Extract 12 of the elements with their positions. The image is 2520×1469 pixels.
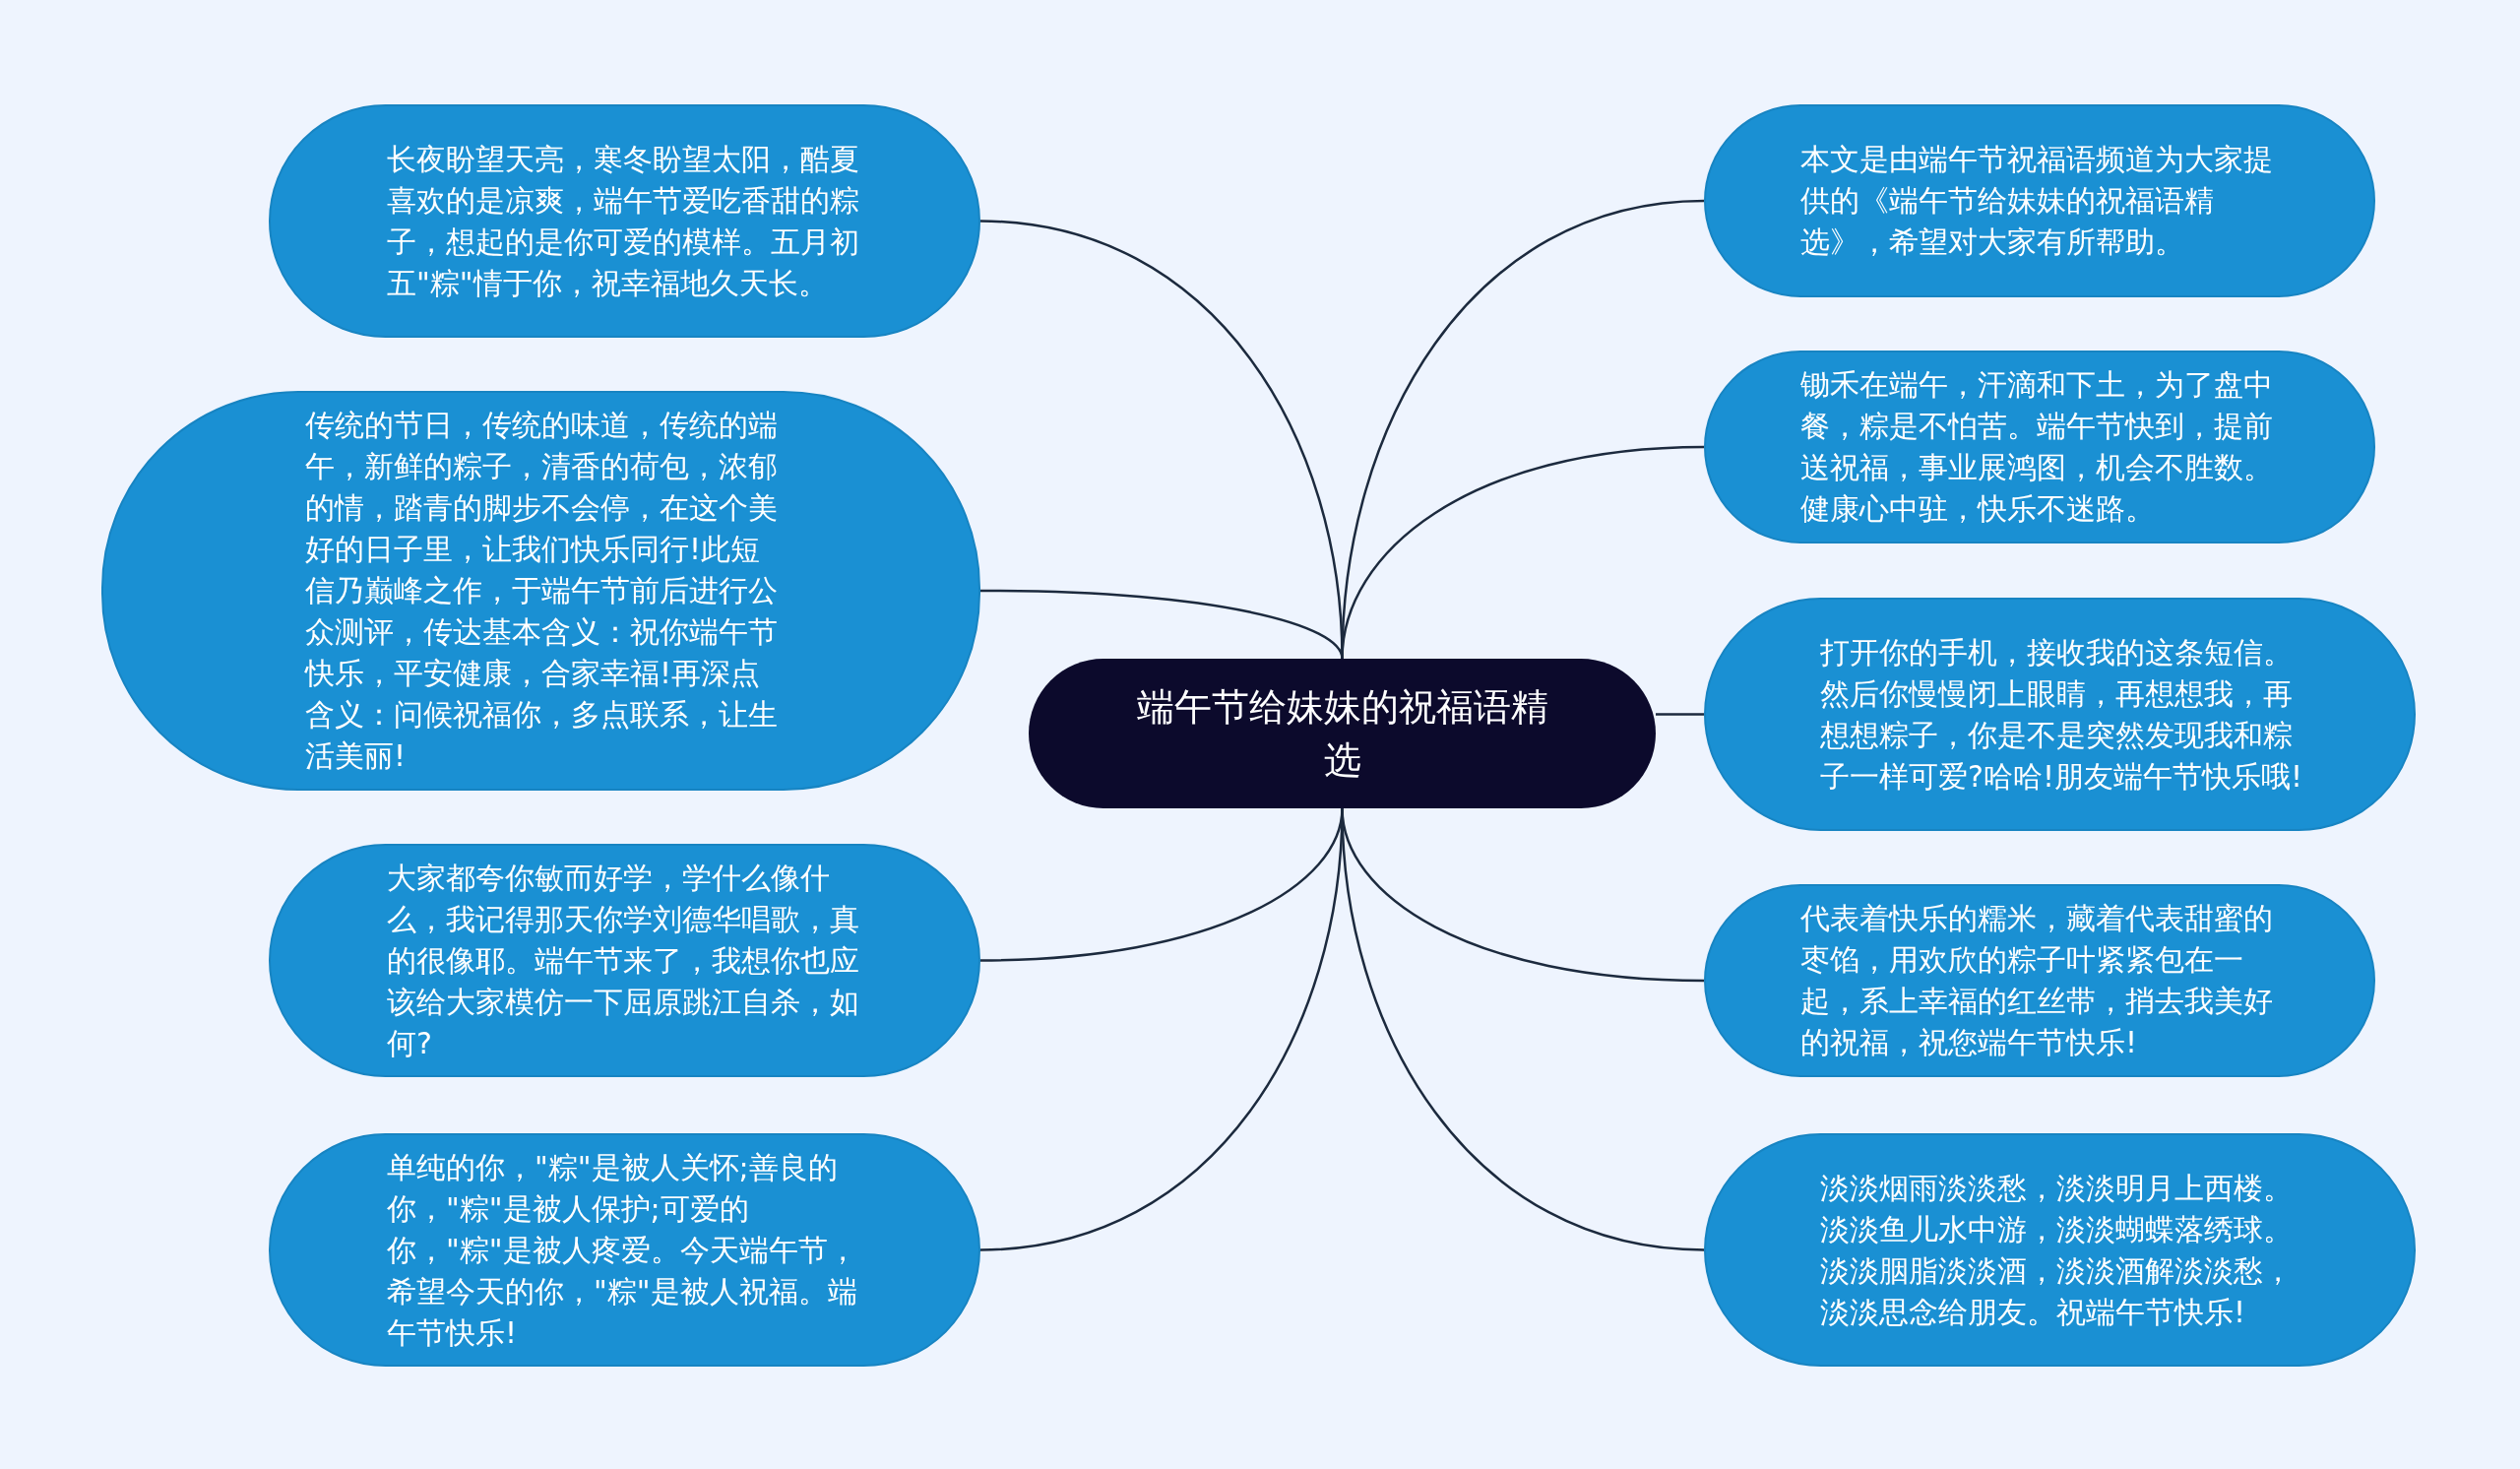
message-pill: 淡淡烟雨淡淡愁，淡淡明月上西楼。淡淡鱼儿水中游，淡淡蝴蝶落绣球。淡淡胭脂淡淡酒，淡淡酒解淡淡愁，淡淡思念给朋友。祝端午节快乐! <box>1704 1133 2416 1367</box>
message-pill: 打开你的手机，接收我的这条短信。然后你慢慢闭上眼睛，再想想我，再想想粽子，你是不是突然发现我和粽子一样可爱?哈哈!朋友端午节快乐哦! <box>1704 598 2416 831</box>
message-pill: 本文是由端午节祝福语频道为大家提供的《端午节给妹妹的祝福语精选》，希望对大家有所帮助。 <box>1704 104 2375 297</box>
message-pill: 传统的节日，传统的味道，传统的端午，新鲜的粽子，清香的荷包，浓郁的情，踏青的脚步不会停，在这个美好的日子里，让我们快乐同行!此短信乃巅峰之作，于端午节前后进行公众测评，传达基本含义：祝你端午节快乐，平安健康，合家幸福!再深点含义：问候祝福你，多点联系，让生活美丽! <box>101 391 980 791</box>
message-pill: 长夜盼望天亮，寒冬盼望太阳，酷夏喜欢的是凉爽，端午节爱吃香甜的粽子，想起的是你可爱的模样。五月初五"粽"情于你，祝幸福地久天长。 <box>269 104 980 338</box>
message-pill: 锄禾在端午，汗滴和下土，为了盘中餐，粽是不怕苦。端午节快到，提前送祝福，事业展鸿图，机会不胜数。健康心中驻，快乐不迷路。 <box>1704 351 2375 543</box>
message-pill: 代表着快乐的糯米，藏着代表甜蜜的枣馅，用欢欣的粽子叶紧紧包在一起，系上幸福的红丝带，捎去我美好的祝福，祝您端午节快乐! <box>1704 884 2375 1077</box>
central-topic-pill: 端午节给妹妹的祝福语精选 <box>1029 659 1656 808</box>
message-pill: 单纯的你，"粽"是被人关怀;善良的你，"粽"是被人保护;可爱的你，"粽"是被人疼爱。今天端午节，希望今天的你，"粽"是被人祝福。端午节快乐! <box>269 1133 980 1367</box>
connector-line <box>1341 445 1705 660</box>
connector-line <box>1656 713 1704 716</box>
message-pill: 大家都夸你敏而好学，学什么像什么，我记得那天你学刘德华唱歌，真的很像耶。端午节来了，我想你也应该给大家模仿一下屈原跳江自杀，如何? <box>269 844 980 1077</box>
